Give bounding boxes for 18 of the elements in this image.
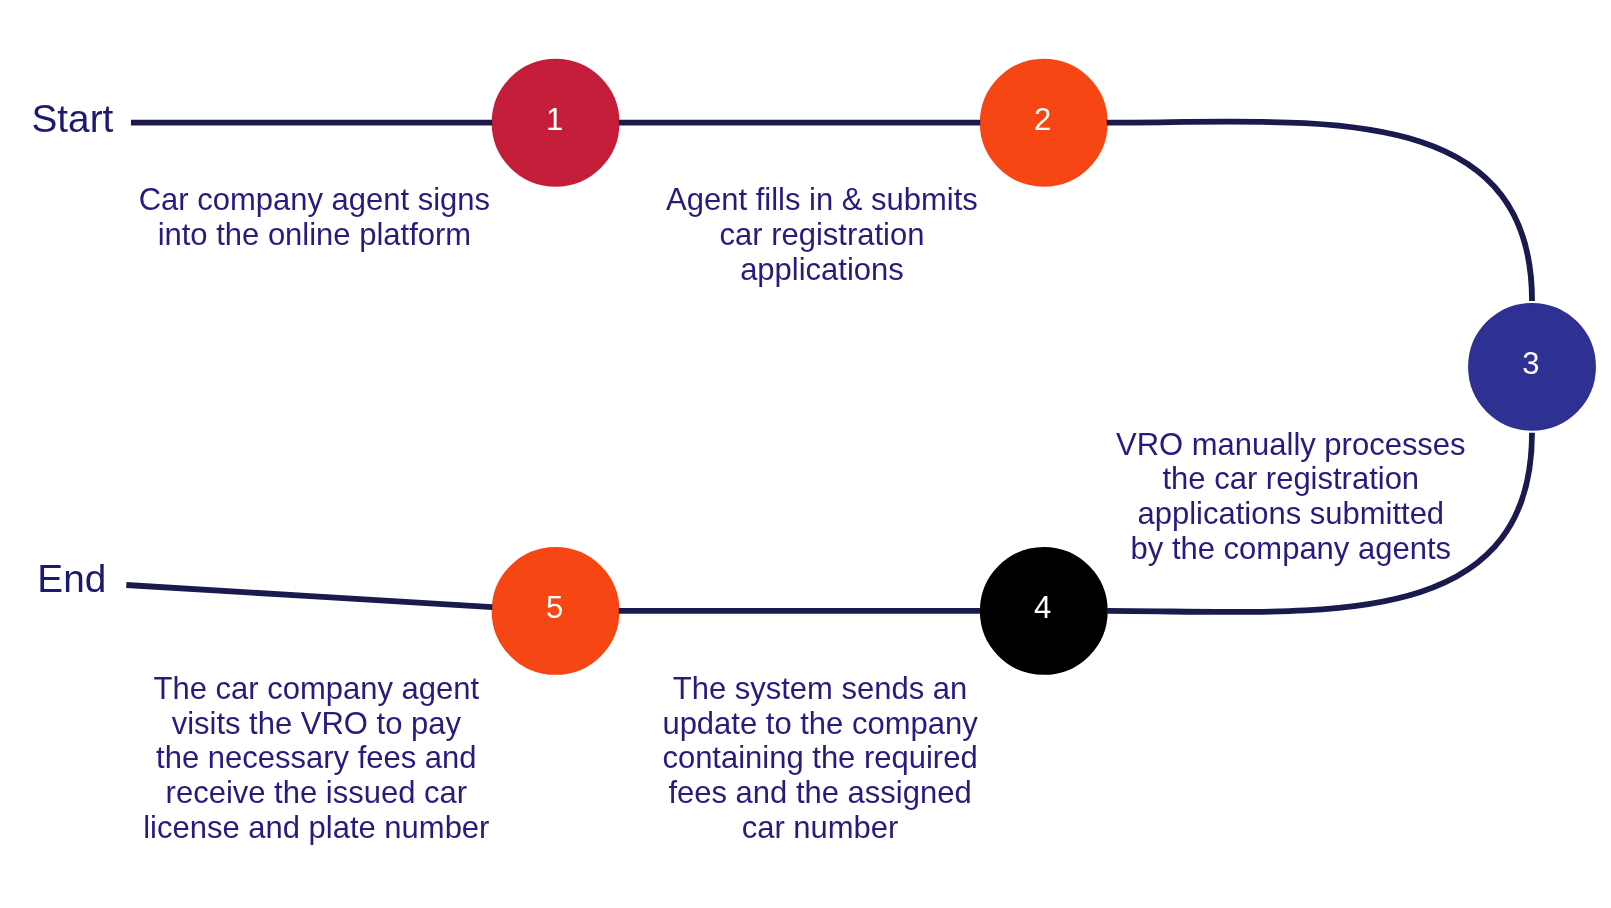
node-label: The system sends an update to the company containing the required fees and the assigned car number xyxy=(662,670,978,846)
node-circle: 3 xyxy=(1468,302,1596,431)
connector xyxy=(130,119,493,126)
node-label: The car company agent visits the VRO to pay the necessary fees and receive the issued car license and plate number xyxy=(143,670,490,846)
node-text: Start xyxy=(31,97,114,141)
connector xyxy=(1106,118,1535,302)
node-label: VRO manually processes the car registration applications submitted by the company agents xyxy=(1116,426,1466,567)
connector xyxy=(618,608,981,614)
connector xyxy=(1106,432,1535,615)
node-circle: 2 xyxy=(979,58,1108,187)
connector xyxy=(126,582,493,611)
node-label: Agent fills in & submits car registration applications xyxy=(666,182,978,288)
node-label: Car company agent signs into the online platform xyxy=(138,182,491,253)
connector xyxy=(618,119,981,126)
node-circle: 1 xyxy=(491,58,620,187)
node-circle: 4 xyxy=(979,547,1108,675)
node-circle: 5 xyxy=(491,547,620,675)
node-text: End xyxy=(37,556,107,600)
